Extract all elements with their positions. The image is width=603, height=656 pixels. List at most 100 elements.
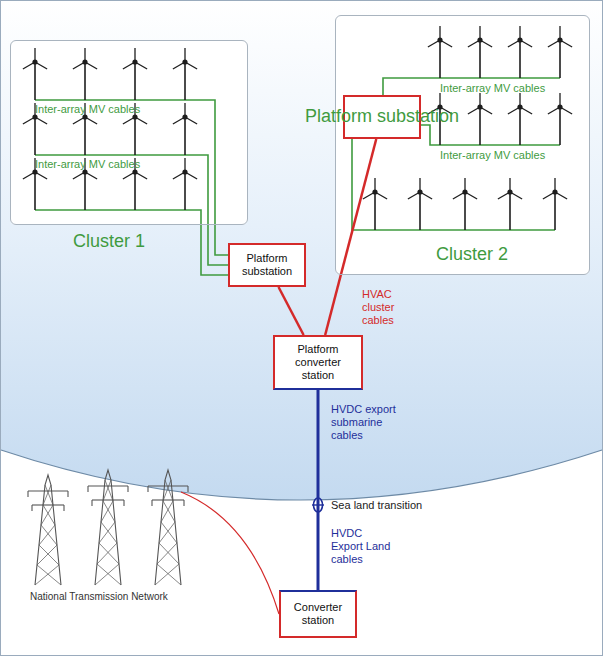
pylon-brace <box>159 543 179 564</box>
turbine-hub <box>183 115 187 119</box>
pylon-brace <box>37 565 61 585</box>
wind-turbine <box>453 178 477 230</box>
station-box: Platform substation <box>343 95 421 139</box>
insulator <box>183 500 184 506</box>
wind-turbine <box>548 93 572 145</box>
insulator <box>87 486 88 492</box>
cable-label: Sea land transition <box>331 499 422 512</box>
pylon-brace <box>45 485 53 505</box>
wind-turbine <box>363 178 387 230</box>
turbine-hub <box>183 170 187 174</box>
turbine-tower <box>559 107 561 145</box>
turbine-hub <box>33 60 37 64</box>
mv-cable <box>35 100 228 255</box>
pylon-brace <box>161 501 173 522</box>
wind-turbine <box>173 103 197 155</box>
pylon-brace <box>159 522 175 543</box>
pylon-leg <box>95 470 121 585</box>
turbine-hub <box>463 190 467 194</box>
cable-label: HVDC Export Land cables <box>331 527 391 567</box>
pylon-brace <box>39 525 55 545</box>
turbine-hub <box>183 60 187 64</box>
mv-cable <box>352 139 555 230</box>
turbine-hub <box>518 38 522 42</box>
pylon-brace <box>101 522 117 543</box>
pylon-arm <box>92 499 124 500</box>
pylon-brace <box>97 564 121 585</box>
insulator <box>123 500 124 506</box>
turbine-tower <box>519 107 521 145</box>
turbine-tower <box>509 192 511 230</box>
insulator <box>67 491 68 497</box>
box-label: Platform substation <box>234 252 300 278</box>
turbine-tower <box>184 172 186 210</box>
insulator <box>27 491 28 497</box>
wind-turbine <box>543 178 567 230</box>
cluster-title: Cluster 1 <box>73 231 145 252</box>
wind-turbine <box>498 178 522 230</box>
mv-cable <box>383 78 560 95</box>
pylon-arm <box>32 504 64 505</box>
turbine-hub <box>83 170 87 174</box>
pylon-brace <box>43 485 51 505</box>
pylon-arm <box>152 499 184 500</box>
turbine-hub <box>83 115 87 119</box>
wind-turbine <box>508 26 532 78</box>
pylon-brace <box>35 565 59 585</box>
turbine-tower <box>464 192 466 230</box>
pylon-arm <box>88 485 128 486</box>
turbine-hub <box>418 190 422 194</box>
turbine-tower <box>84 172 86 210</box>
turbine-hub <box>373 190 377 194</box>
pylon-brace <box>41 525 57 545</box>
cable-connector <box>279 287 304 335</box>
turbine-tower <box>439 40 441 78</box>
turbine-hub <box>508 190 512 194</box>
pylon-brace <box>103 480 111 501</box>
turbine-tower <box>184 62 186 100</box>
cluster-area: Cluster 2Platform substation <box>335 15 590 275</box>
turbine-tower <box>134 172 136 210</box>
pylon-brace <box>157 543 177 564</box>
turbine-tower <box>84 62 86 100</box>
turbine-hub <box>478 38 482 42</box>
turbine-tower <box>554 192 556 230</box>
cable-connector <box>317 390 320 590</box>
turbine-hub <box>133 115 137 119</box>
insulator <box>91 500 92 506</box>
pylon-brace <box>97 543 117 564</box>
pylon <box>28 475 68 585</box>
insulator <box>147 486 148 492</box>
turbine-tower <box>419 192 421 230</box>
box-label: Platform converter station <box>279 343 357 383</box>
insulator <box>31 505 32 511</box>
turbine-tower <box>374 192 376 230</box>
pylon-brace <box>155 564 179 585</box>
wind-turbine <box>23 48 47 100</box>
station-box: Converter station <box>279 590 357 638</box>
station-box: Platform converter station <box>273 335 363 390</box>
pylon-leg <box>155 470 181 585</box>
turbine-hub <box>133 170 137 174</box>
cluster-area: Cluster 1 <box>10 40 248 225</box>
cable-label: National Transmission Network <box>30 591 168 603</box>
grid-link-line <box>181 492 279 614</box>
pylon-brace <box>37 545 57 565</box>
cable-label: Inter-array MV cables <box>440 149 545 162</box>
wind-turbine <box>468 93 492 145</box>
wind-turbine <box>508 93 532 145</box>
wind-turbine <box>173 48 197 100</box>
pylon-arm <box>148 485 188 486</box>
wind-turbine <box>173 158 197 210</box>
cluster-area <box>10 40 248 225</box>
turbine-tower <box>519 40 521 78</box>
insulator <box>187 486 188 492</box>
pylon-brace <box>99 543 119 564</box>
turbine-hub <box>33 170 37 174</box>
turbine-hub <box>478 105 482 109</box>
turbine-hub <box>33 115 37 119</box>
wind-turbine <box>428 26 452 78</box>
mv-cable <box>35 210 228 275</box>
turbine-tower <box>184 117 186 155</box>
